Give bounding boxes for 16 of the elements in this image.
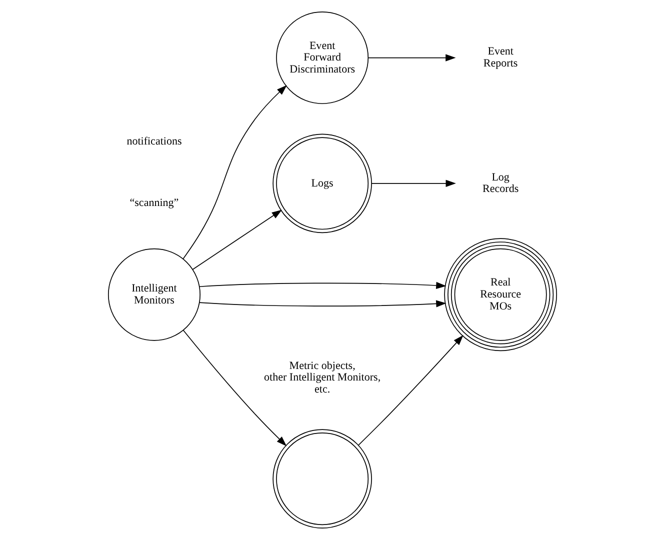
node-text: Event Reports xyxy=(482,46,518,70)
arrow xyxy=(192,210,282,270)
node-label: Metric objects, other Intelligent Monitors, etc. xyxy=(264,360,380,396)
arrow xyxy=(182,85,286,260)
label: “scanning” xyxy=(129,196,178,209)
arrow xyxy=(198,300,446,308)
label: notifications xyxy=(126,136,182,148)
node-text: Log Records xyxy=(482,171,518,196)
node-circle: Intelligent Monitors xyxy=(107,248,200,341)
arrow xyxy=(358,335,463,446)
node-circle xyxy=(272,429,372,528)
arrow xyxy=(370,180,456,187)
arrow xyxy=(198,282,446,290)
node-circle: Real Resource MOs xyxy=(444,238,557,352)
arrow xyxy=(367,54,456,62)
arrow xyxy=(182,330,286,446)
